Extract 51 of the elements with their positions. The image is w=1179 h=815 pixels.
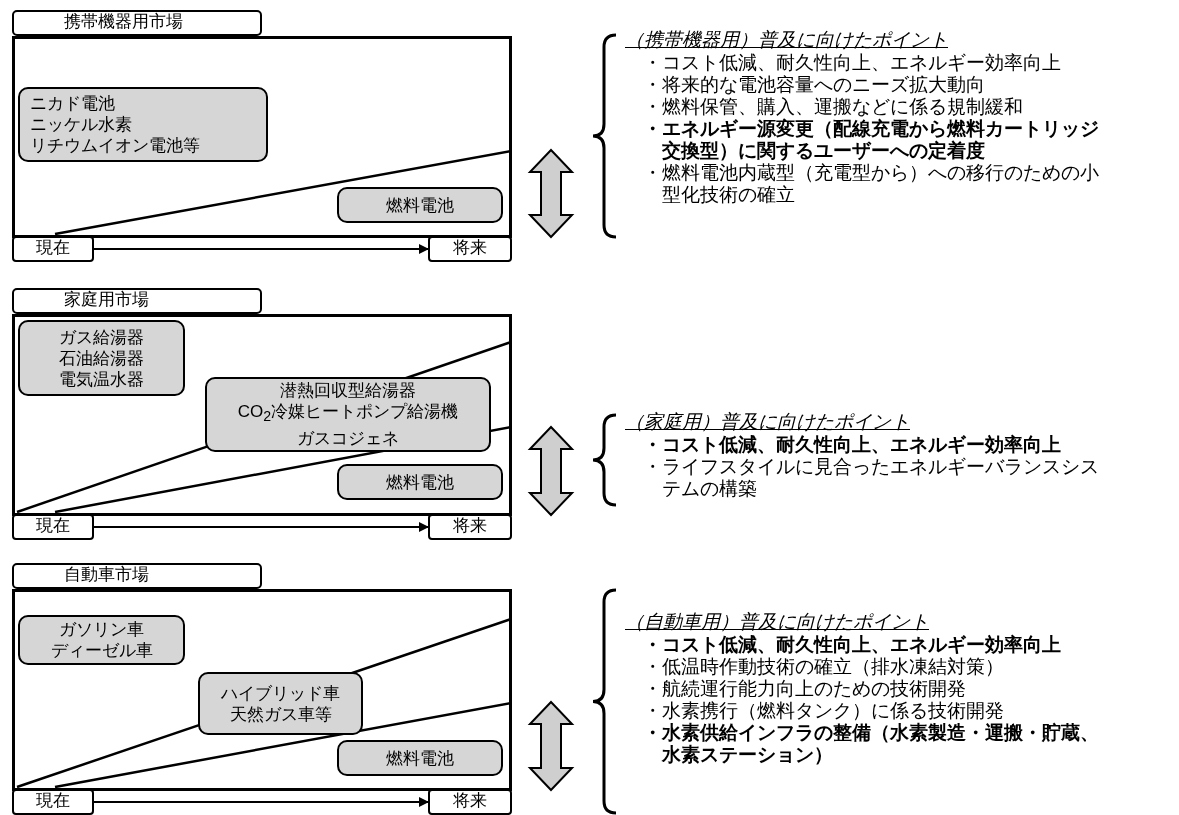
time-label: 将来 [428, 236, 512, 262]
category-text: ハイブリッド車 [220, 682, 341, 704]
category-box [337, 464, 503, 500]
bullet-point: ・エネルギー源変更（配線充電から燃料カートリッジ交換型）に関するユーザーへの定着度 [643, 118, 1100, 162]
bullet-point: ・コスト低減、耐久性向上、エネルギー効率向上 [643, 634, 1062, 656]
bullet-point: ・ライフスタイルに見合ったエネルギーバランスシステムの構築 [643, 456, 1100, 500]
time-label: 現在 [12, 789, 94, 815]
category-text: 潜熱回収型給湯器 [279, 380, 417, 402]
category-text: 燃料電池 [385, 194, 455, 216]
bullet-point: ・水素供給インフラの整備（水素製造・運搬・貯蔵、水素ステーション） [643, 722, 1100, 766]
section-heading: （自動車用）普及に向けたポイント [625, 610, 930, 634]
category-text: 天然ガス車等 [228, 703, 333, 725]
section-heading: （家庭用）普及に向けたポイント [625, 410, 911, 434]
category-text: ニッケル水素 [30, 114, 133, 135]
category-text: 石油給湯器 [58, 347, 145, 369]
category-box [205, 377, 491, 452]
bullet-point: ・コスト低減、耐久性向上、エネルギー効率向上 [643, 52, 1062, 74]
category-text: ガソリン車 [58, 619, 145, 640]
arrow [93, 522, 429, 532]
panel-title-tab: 自動車市場 [12, 563, 262, 589]
bullet-point: ・燃料電池内蔵型（充電型から）への移行のための小型化技術の確立 [643, 162, 1100, 206]
category-text: 燃料電池 [385, 471, 455, 493]
time-label: 現在 [12, 236, 94, 262]
category-text: 燃料電池 [385, 747, 455, 769]
category-box [198, 672, 363, 735]
category-box [337, 187, 503, 223]
category-text: ガス給湯器 [58, 326, 145, 348]
bullet-point: ・低温時作動技術の確立（排水凍結対策） [643, 656, 1005, 678]
panel-title-tab: 家庭用市場 [12, 288, 262, 314]
arrow [93, 797, 429, 807]
bullet-point: ・燃料保管、購入、運搬などに係る規制緩和 [643, 96, 1024, 118]
time-label: 将来 [428, 789, 512, 815]
bullet-point: ・コスト低減、耐久性向上、エネルギー効率向上 [643, 434, 1062, 456]
category-box [18, 615, 185, 665]
category-box [18, 87, 268, 162]
section-heading: （携帯機器用）普及に向けたポイント [625, 28, 949, 52]
category-text: ガスコジェネ [296, 427, 400, 449]
arrow [93, 244, 429, 254]
category-text: ディーゼル車 [49, 640, 154, 661]
category-text: ニカド電池 [30, 93, 116, 114]
time-label: 将来 [428, 514, 512, 540]
bullet-point: ・水素携行（燃料タンク）に係る技術開発 [643, 700, 1005, 722]
category-text: CO$_{2}$冷媒ヒートポンプ給湯機 [236, 401, 460, 427]
category-box [18, 320, 185, 396]
category-box [337, 740, 503, 776]
category-text: 電気温水器 [58, 368, 145, 390]
time-label: 現在 [12, 514, 94, 540]
bullet-point: ・航続運行能力向上のための技術開発 [643, 678, 967, 700]
bullet-point: ・将来的な電池容量へのニーズ拡大動向 [643, 74, 986, 96]
category-text: リチウムイオン電池等 [30, 135, 201, 156]
panel-title-tab: 携帯機器用市場 [12, 10, 262, 36]
